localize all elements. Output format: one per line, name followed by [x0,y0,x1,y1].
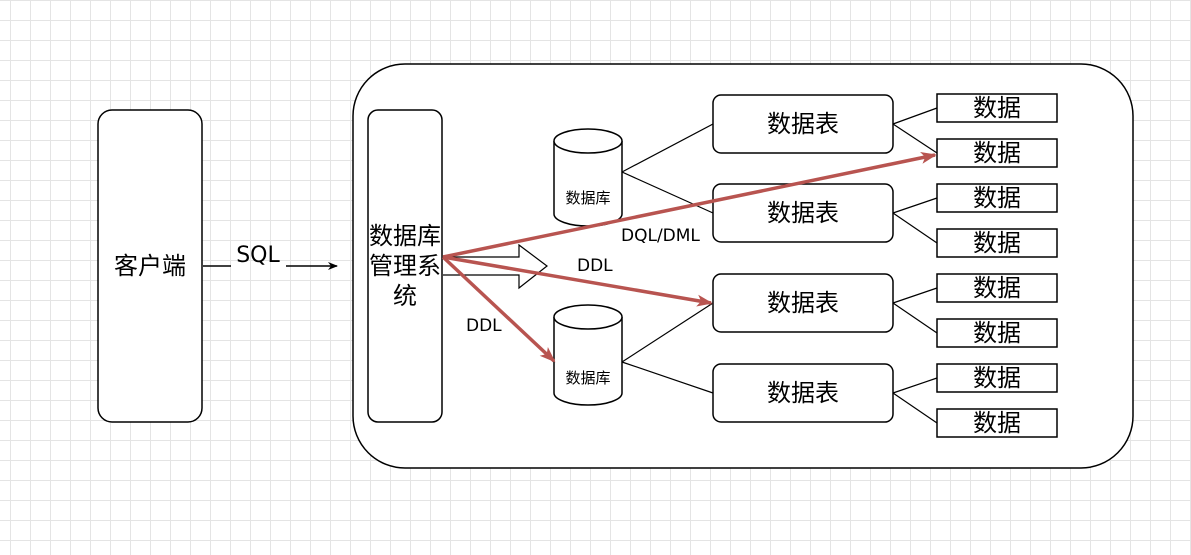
dbms-box [367,109,443,423]
data-label-6: 数据 [973,319,1021,347]
database-label-2: 数据库 [565,368,611,387]
dql-dml-edge-label: DQL/DML [621,226,700,246]
data-cell-6 [936,318,1058,348]
database-cylinder-2 [553,304,623,406]
table-label-4: 数据表 [767,379,839,407]
data-cell-1 [936,93,1058,123]
ddl-database-edge-label: DDL [466,316,502,336]
ddl-table-edge-label: DDL [577,256,613,276]
data-cell-2 [936,138,1058,168]
data-label-4: 数据 [973,229,1021,257]
data-label-5: 数据 [973,274,1021,302]
dbms-label: 数据库管理系统 [369,222,441,310]
ddl-table-arrow [442,255,713,307]
data-label-3: 数据 [973,184,1021,212]
table-label-2: 数据表 [767,199,839,227]
ddl-database-arrow [441,255,556,363]
table-data-connectors [892,107,938,424]
table-label-3: 数据表 [767,289,839,317]
db-table-connectors [621,123,714,394]
data-cell-8 [936,408,1058,438]
data-cell-5 [936,273,1058,303]
database-label-1: 数据库 [565,188,611,207]
data-cell-7 [936,363,1058,393]
data-label-2: 数据 [973,139,1021,167]
sql-label: SQL [236,243,280,268]
dql-dml-arrow [442,151,937,259]
data-label-1: 数据 [973,94,1021,122]
client-box [97,109,203,423]
data-cell-4 [936,228,1058,258]
database-cylinder-1 [553,128,623,227]
data-cell-3 [936,183,1058,213]
client-label: 客户端 [114,252,186,280]
table-label-1: 数据表 [767,110,839,138]
data-label-7: 数据 [973,364,1021,392]
data-label-8: 数据 [973,409,1021,437]
